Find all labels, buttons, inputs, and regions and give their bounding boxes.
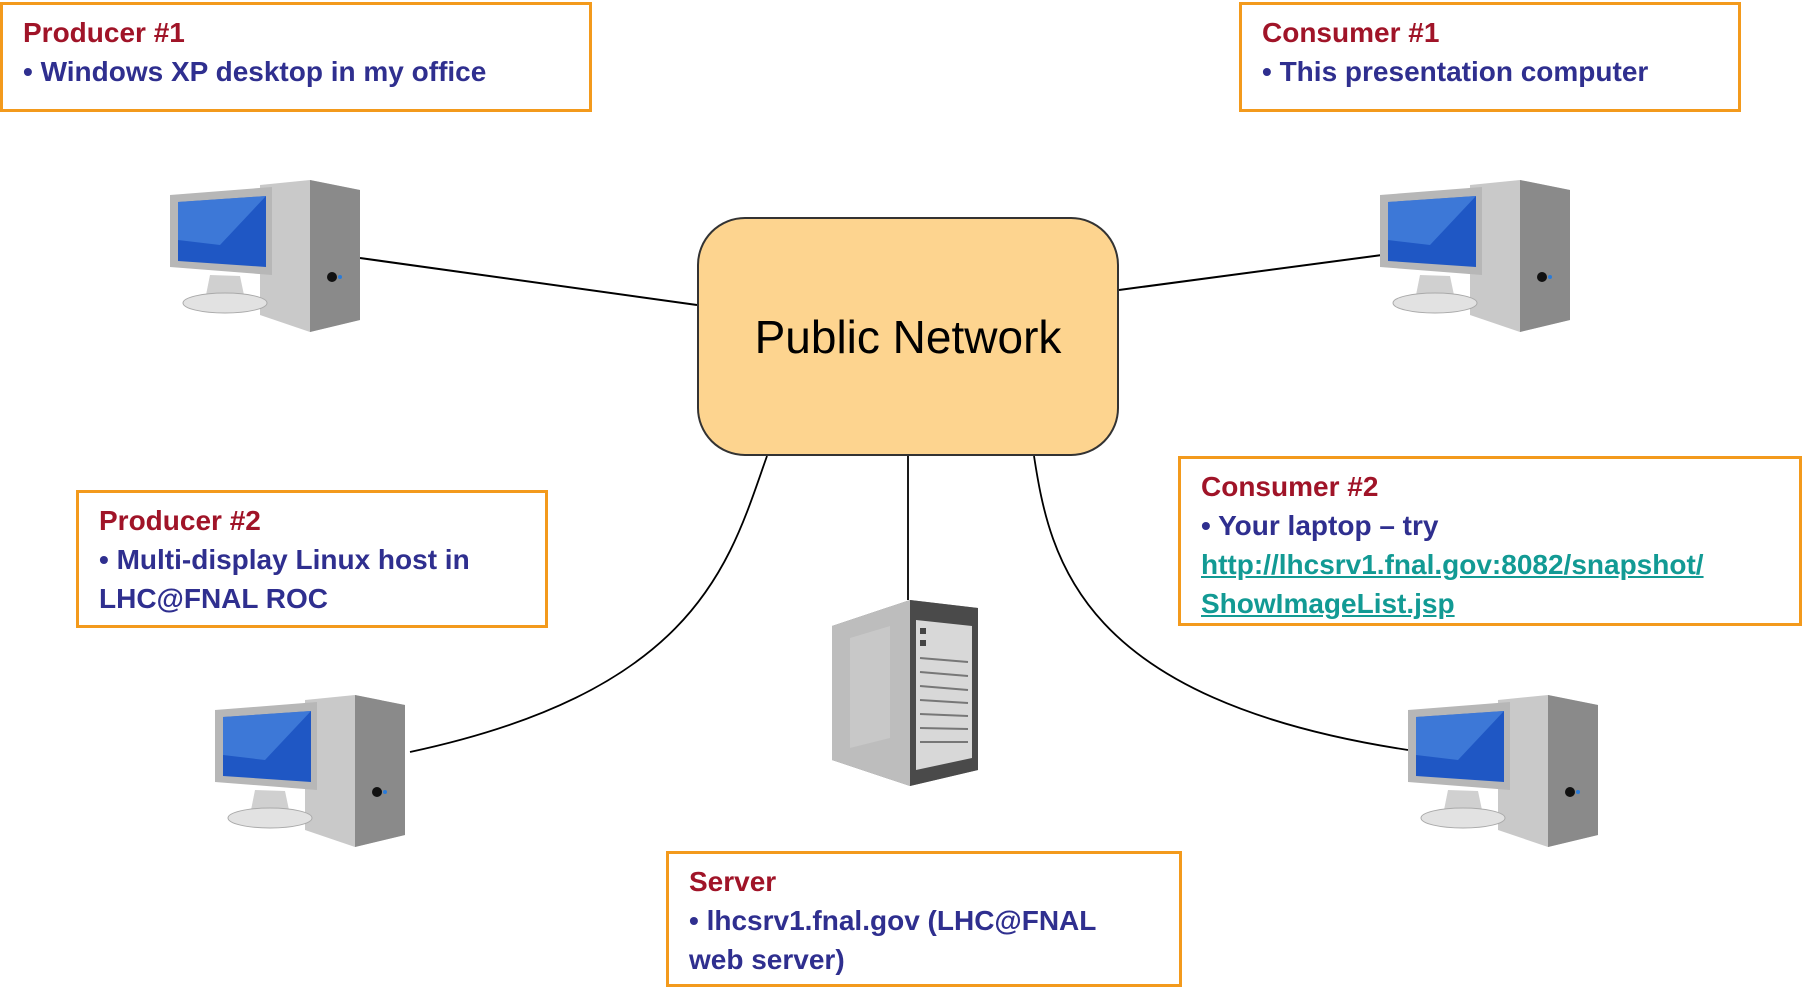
public-network-node: Public Network	[697, 217, 1119, 456]
consumer1-computer-icon	[1380, 180, 1570, 332]
server-tower-icon	[832, 600, 978, 786]
consumer1-line: • This presentation computer	[1262, 56, 1649, 87]
producer2-line-1: • Multi-display Linux host in	[99, 544, 470, 575]
producer2-box: Producer #2 • Multi-display Linux host i…	[76, 490, 548, 628]
producer2-computer-icon	[215, 695, 405, 847]
link-producer1	[359, 257, 698, 306]
producer2-title: Producer #2	[99, 505, 261, 536]
consumer1-title: Consumer #1	[1262, 17, 1440, 48]
producer1-box: Producer #1 • Windows XP desktop in my o…	[0, 2, 592, 112]
link-producer2	[409, 455, 768, 753]
server-line-1: • lhcsrv1.fnal.gov (LHC@FNAL	[689, 905, 1097, 936]
consumer2-box: Consumer #2 • Your laptop – try http://l…	[1178, 456, 1802, 626]
server-line-2: web server)	[689, 944, 845, 975]
consumer2-title: Consumer #2	[1201, 471, 1379, 502]
producer2-line-2: LHC@FNAL ROC	[99, 583, 328, 614]
producer1-title: Producer #1	[23, 17, 185, 48]
public-network-label: Public Network	[754, 310, 1062, 363]
link-consumer1	[1118, 254, 1383, 291]
server-box: Server • lhcsrv1.fnal.gov (LHC@FNAL web …	[666, 851, 1182, 987]
producer1-computer-icon	[170, 180, 360, 332]
server-title: Server	[689, 866, 777, 897]
consumer2-line: • Your laptop – try	[1201, 510, 1439, 541]
producer1-line: • Windows XP desktop in my office	[23, 56, 487, 87]
consumer1-box: Consumer #1 • This presentation computer	[1239, 2, 1741, 112]
link-consumer2	[1033, 455, 1409, 751]
consumer2-computer-icon	[1408, 695, 1598, 847]
snapshot-link-part2[interactable]: ShowImageList.jsp	[1201, 588, 1455, 619]
snapshot-link-part1[interactable]: http://lhcsrv1.fnal.gov:8082/snapshot/	[1201, 549, 1704, 580]
